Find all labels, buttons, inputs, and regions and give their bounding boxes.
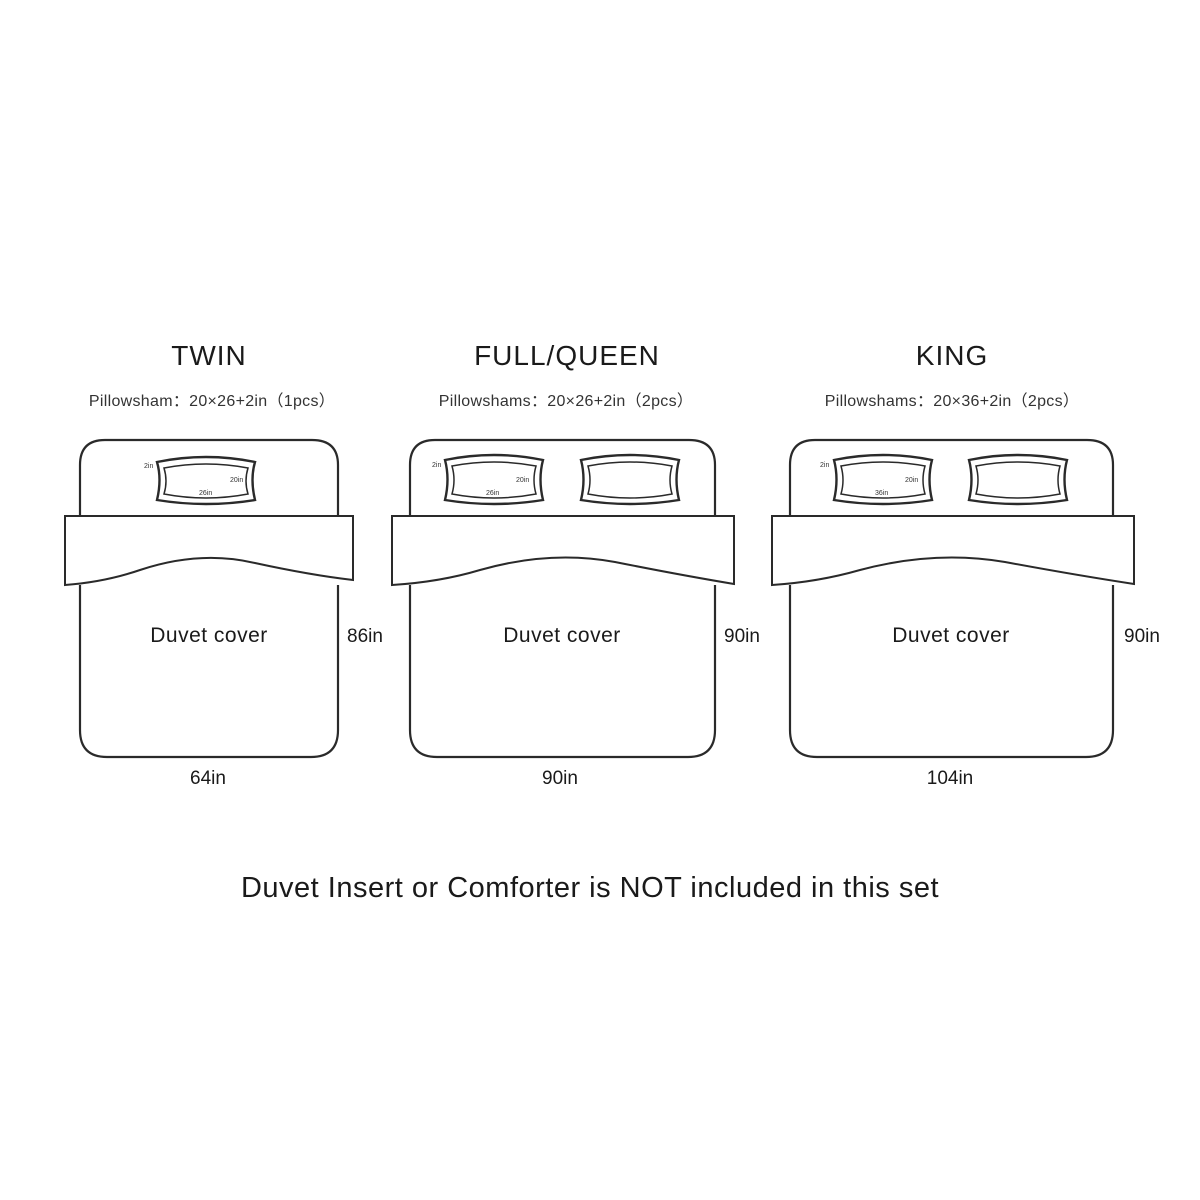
- full-queen-pillow-tag-bottom: 26in: [486, 490, 499, 497]
- full-queen-pillow-tag-right: 20in: [516, 477, 529, 484]
- twin-title: TWIN: [171, 340, 247, 371]
- full-queen-width: 90in: [542, 768, 578, 789]
- full-queen-height: 90in: [724, 626, 760, 647]
- full-queen-bed-outline: [391, 438, 735, 759]
- king-title: KING: [915, 340, 989, 371]
- full-queen-pillow-spec: Pillowshams：20×26+2in（2pcs）: [438, 393, 694, 410]
- twin-pillowsham: [155, 455, 257, 506]
- twin-pillow-tag-left: 2in: [144, 463, 153, 470]
- twin-pillow-tag-bottom: 26in: [199, 490, 212, 497]
- king-pillow-tag-left: 2in: [820, 462, 829, 469]
- king-pillow-tag-bottom: 36in: [875, 490, 888, 497]
- twin-pillow-tag-right: 20in: [230, 477, 243, 484]
- king-pillow-spec: Pillowshams：20×36+2in（2pcs）: [824, 393, 1080, 410]
- king-width: 104in: [926, 768, 974, 789]
- twin-height: 86in: [347, 626, 383, 647]
- full-queen-pillowsham-right: [579, 453, 681, 506]
- full-queen-pillow-tag-left: 2in: [432, 462, 441, 469]
- king-bed-outline: [771, 438, 1135, 759]
- full-queen-duvet-label: Duvet cover: [503, 624, 621, 647]
- king-pillowsham-right: [967, 453, 1069, 506]
- twin-duvet-label: Duvet cover: [150, 624, 268, 647]
- king-pillow-tag-right: 20in: [905, 477, 918, 484]
- twin-bed-outline: [64, 438, 354, 759]
- full-queen-title: FULL/QUEEN: [474, 340, 660, 371]
- full-queen-pillowsham-left: [443, 453, 545, 506]
- not-included-notice: Duvet Insert or Comforter is NOT include…: [240, 872, 940, 904]
- twin-pillow-spec: Pillowsham：20×26+2in（1pcs）: [88, 393, 336, 410]
- king-height: 90in: [1124, 626, 1160, 647]
- king-duvet-label: Duvet cover: [892, 624, 1010, 647]
- king-pillowsham-left: [832, 453, 934, 506]
- twin-width: 64in: [190, 768, 226, 789]
